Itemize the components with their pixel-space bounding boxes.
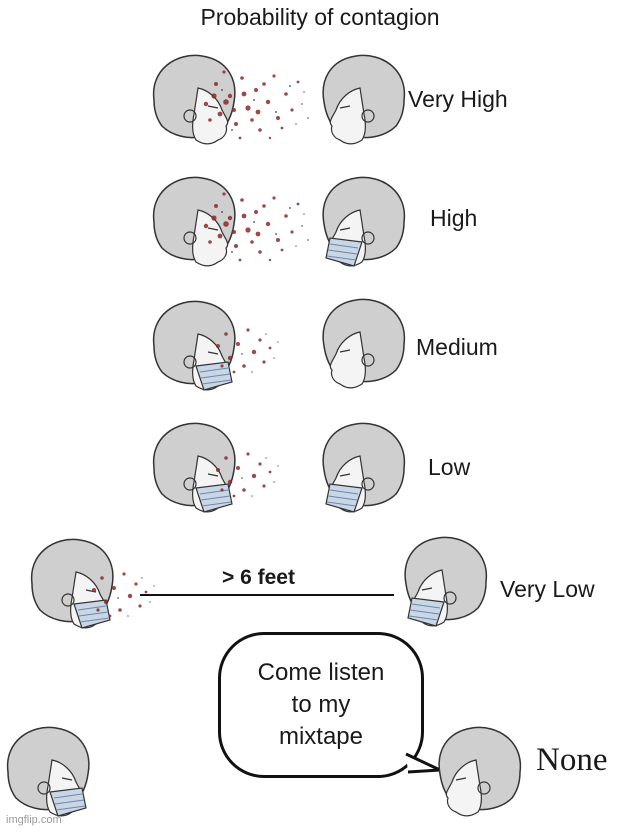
droplet-cloud-icon bbox=[92, 572, 155, 618]
risk-label-very-low: Very Low bbox=[500, 576, 595, 602]
risk-label-none: None bbox=[536, 742, 608, 778]
droplet-cloud-icon bbox=[216, 328, 279, 374]
listener-head-icon bbox=[316, 50, 412, 146]
distance-line bbox=[140, 594, 394, 596]
droplet-cloud-icon bbox=[203, 70, 309, 140]
risk-label-high: High bbox=[430, 205, 478, 231]
listener-head-icon bbox=[432, 722, 528, 818]
masked-listener-head-icon bbox=[316, 172, 412, 268]
watermark: imgflip.com bbox=[6, 814, 62, 826]
droplet-cloud-icon bbox=[203, 192, 309, 262]
masked-listener-head-icon bbox=[316, 418, 412, 514]
risk-label-medium: Medium bbox=[416, 334, 498, 360]
speech-bubble-text: Come listen to my mixtape bbox=[257, 659, 385, 750]
masked-person-head-icon bbox=[6, 726, 90, 817]
masked-listener-head-icon bbox=[398, 532, 494, 628]
risk-label-very-high: Very High bbox=[408, 86, 508, 112]
listener-head-icon bbox=[316, 294, 412, 390]
distance-label: > 6 feet bbox=[222, 566, 295, 589]
speech-bubble: Come listen to my mixtape bbox=[218, 632, 424, 778]
page-title: Probability of contagion bbox=[200, 4, 440, 30]
risk-label-low: Low bbox=[428, 454, 471, 480]
droplet-cloud-icon bbox=[216, 452, 279, 498]
